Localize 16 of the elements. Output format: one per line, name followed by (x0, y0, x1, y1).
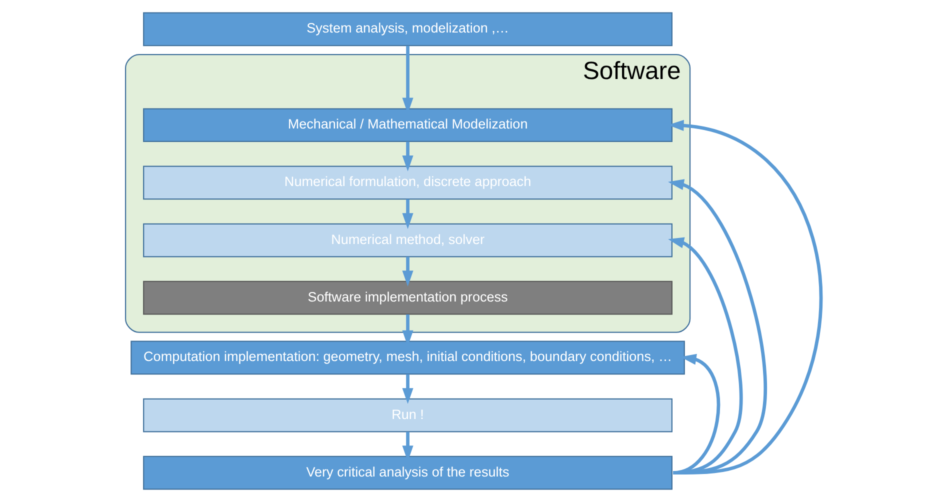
arrow (402, 142, 413, 172)
arrow (402, 199, 413, 229)
node-box: Run ! (142, 398, 672, 432)
node-box: System analysis, modelization ,… (142, 12, 672, 46)
node-box: Mechanical / Mathematical Modelization (142, 108, 672, 142)
arrow (668, 237, 742, 475)
arrow (667, 120, 822, 475)
arrow (668, 179, 766, 475)
node-box: Numerical formulation, discrete approach (142, 166, 672, 200)
node-box: Software implementation process (142, 280, 672, 315)
node-box: Computation implementation: geometry, mesh, initial conditions, boundary conditions, … (130, 340, 684, 375)
arrow (402, 256, 413, 287)
arrow (672, 354, 720, 474)
node-box: Numerical method, solver (142, 223, 672, 258)
node-box: Very critical analysis of the results (142, 456, 672, 490)
arrow (402, 374, 413, 404)
